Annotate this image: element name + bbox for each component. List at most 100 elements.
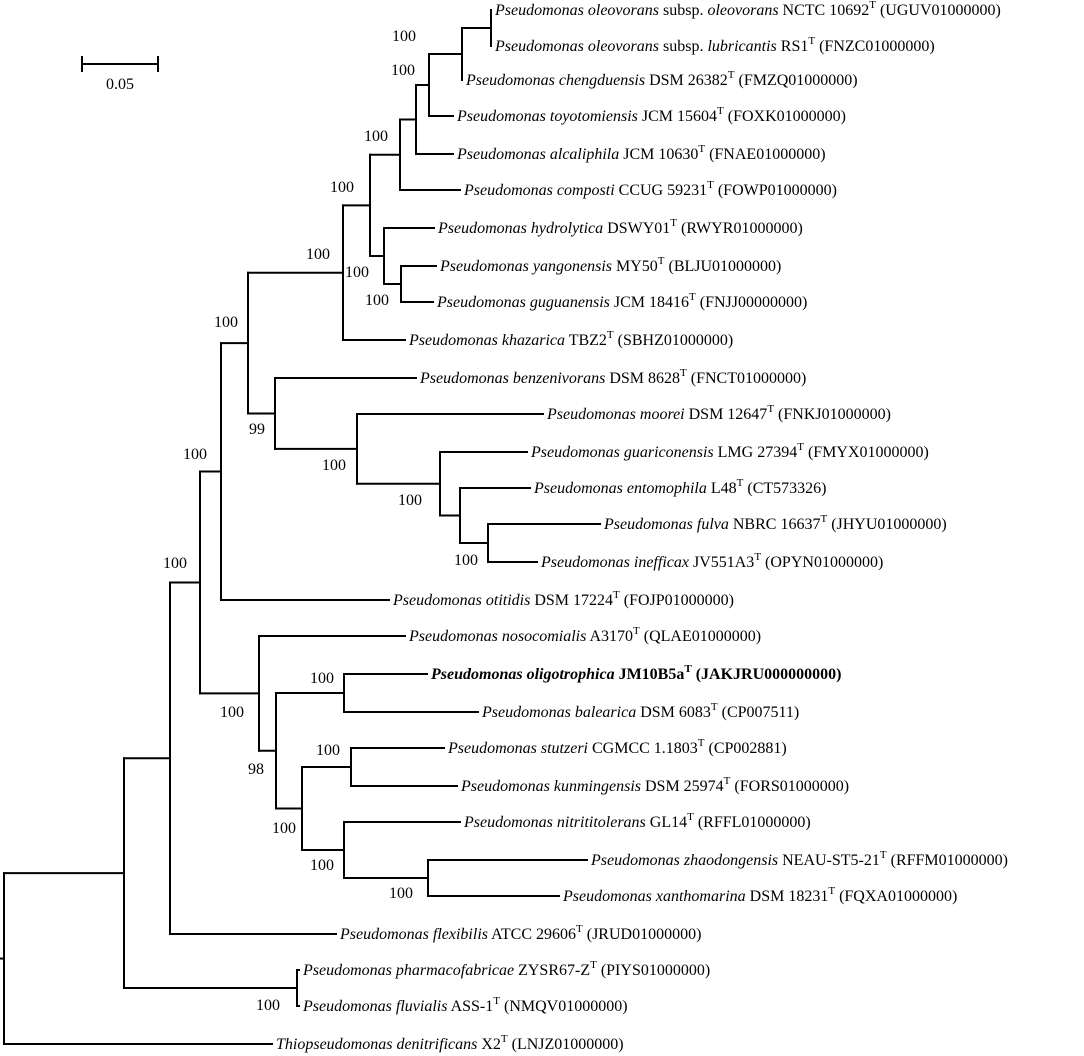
- taxon-species-name: Thiopseudomonas denitrificans: [276, 1036, 477, 1053]
- taxon-strain: A3170: [589, 628, 633, 645]
- type-strain-mark: T: [613, 589, 620, 601]
- taxon-accession: (JRUD01000000): [587, 926, 702, 943]
- taxon-label: Pseudomonas stutzeri CGMCC 1.1803T (CP00…: [447, 737, 787, 757]
- taxon-label: Pseudomonas benzenivorans DSM 8628T (FNC…: [419, 367, 806, 387]
- bootstrap-values: 1001001001001001001009910010010010010010…: [163, 28, 478, 1014]
- taxon-species-name: Pseudomonas inefficax: [540, 554, 689, 571]
- taxon-species-name: Pseudomonas guariconensis: [530, 444, 714, 461]
- taxon-subspecies-word: subsp.: [663, 2, 703, 19]
- type-strain-mark: T: [797, 441, 804, 453]
- taxon-species-name: Pseudomonas hydrolytica: [437, 220, 603, 237]
- taxon-label: Pseudomonas chengduensis DSM 26382T (FMZ…: [465, 69, 858, 89]
- taxon-species-name: Pseudomonas toyotomiensis: [456, 108, 638, 125]
- taxon-species-name: Pseudomonas stutzeri: [447, 740, 588, 757]
- bootstrap-value-oleovorans_chengduensis: 100: [391, 62, 415, 79]
- type-strain-mark: T: [724, 775, 731, 787]
- taxon-strain: DSM 17224: [534, 592, 613, 609]
- taxon-accession: (FNKJ01000000): [778, 406, 891, 423]
- type-strain-mark: T: [711, 701, 718, 713]
- taxon-strain: RS1: [781, 38, 809, 55]
- taxon-species-name: Pseudomonas chengduensis: [465, 72, 645, 89]
- taxon-label: Pseudomonas guguanensis JCM 18416T (FNJJ…: [436, 291, 807, 311]
- taxon-species-name: Pseudomonas oleovorans: [494, 2, 659, 19]
- taxon-accession: (RFFM01000000): [891, 852, 1008, 869]
- tree-branches: [0, 9, 601, 1045]
- taxon-species-name: Pseudomonas nosocomialis: [408, 628, 586, 645]
- taxon-subspecies-name: oleovorans: [707, 2, 778, 19]
- taxon-label: Pseudomonas toyotomiensis JCM 15604T (FO…: [456, 105, 846, 125]
- taxon-species-name: Pseudomonas balearica: [481, 704, 636, 721]
- bootstrap-value-hydrolytica_group: 100: [306, 246, 330, 263]
- bootstrap-value-fulva_inefficax: 100: [454, 552, 478, 569]
- taxon-strain: DSWY01: [607, 220, 670, 237]
- taxon-label: Pseudomonas pharmacofabricae ZYSR67-ZT (…: [302, 959, 710, 979]
- taxon-label: Pseudomonas xanthomarina DSM 18231T (FQX…: [562, 885, 957, 905]
- taxon-label: Pseudomonas kunmingensis DSM 25974T (FOR…: [460, 775, 849, 795]
- taxon-accession: (OPYN01000000): [765, 554, 883, 571]
- taxon-accession: (CT573326): [747, 480, 826, 497]
- type-strain-mark: T: [607, 329, 614, 341]
- type-strain-mark: T: [684, 663, 692, 675]
- taxon-accession: (SBHZ01000000): [618, 332, 734, 349]
- taxon-strain: X2: [481, 1036, 501, 1053]
- taxon-label: Pseudomonas nosocomialis A3170T (QLAE010…: [408, 625, 761, 645]
- taxon-accession: (FNAE01000000): [709, 146, 825, 163]
- taxon-strain: DSM 18231: [750, 888, 829, 905]
- taxon-accession: (CP002881): [709, 740, 787, 757]
- taxon-strain: NEAU-ST5-21: [782, 852, 880, 869]
- bootstrap-value-ingroup: 100: [163, 555, 187, 572]
- taxon-label: Pseudomonas oleovorans subsp. oleovorans…: [494, 0, 1001, 19]
- taxon-accession: (FNJJ00000000): [700, 294, 808, 311]
- taxon-species-name: Pseudomonas oligotrophica: [430, 666, 615, 683]
- taxon-strain: LMG 27394: [718, 444, 798, 461]
- bootstrap-value-toyotomiensis_group: 100: [364, 128, 388, 145]
- taxon-accession: (FMZQ01000000): [739, 72, 858, 89]
- taxon-label: Pseudomonas otitidis DSM 17224T (FOJP010…: [392, 589, 734, 609]
- bootstrap-value-khazarica_group: 100: [365, 292, 389, 309]
- taxon-accession: (LNJZ01000000): [512, 1036, 624, 1053]
- taxon-label: Pseudomonas flexibilis ATCC 29606T (JRUD…: [339, 923, 701, 943]
- taxon-strain: NCTC 10692: [783, 2, 870, 19]
- taxon-accession: (FOJP01000000): [624, 592, 734, 609]
- taxon-accession: (FORS01000000): [734, 778, 849, 795]
- taxon-species-name: Pseudomonas otitidis: [392, 592, 530, 609]
- taxon-strain: CCUG 59231: [619, 182, 707, 199]
- taxon-accession: (JHYU01000000): [831, 516, 947, 533]
- taxon-species-name: Pseudomonas flexibilis: [339, 926, 488, 943]
- type-strain-mark: T: [754, 551, 761, 563]
- taxon-species-name: Pseudomonas moorei: [546, 406, 685, 423]
- type-strain-mark: T: [737, 477, 744, 489]
- taxon-accession: (NMQV01000000): [504, 998, 628, 1015]
- type-strain-mark: T: [767, 403, 774, 415]
- taxon-accession: (PIYS01000000): [601, 962, 710, 979]
- bootstrap-value-zhaodongensis_xanthomarina: 100: [389, 885, 413, 902]
- taxon-accession: (QLAE01000000): [644, 628, 761, 645]
- taxon-species-name: Pseudomonas xanthomarina: [562, 888, 746, 905]
- taxon-label: Pseudomonas balearica DSM 6083T (CP00751…: [481, 701, 799, 721]
- taxon-label: Pseudomonas alcaliphila JCM 10630T (FNAE…: [456, 143, 826, 163]
- taxon-species-name: Pseudomonas khazarica: [408, 332, 565, 349]
- taxon-accession: (FMYX01000000): [808, 444, 929, 461]
- type-strain-mark: T: [658, 255, 665, 267]
- scale-bar-label: 0.05: [106, 76, 134, 93]
- taxon-strain: MY50: [616, 258, 658, 275]
- taxon-strain: GL14: [650, 814, 687, 831]
- taxon-label: Pseudomonas inefficax JV551A3T (OPYN0100…: [540, 551, 883, 571]
- type-strain-mark: T: [576, 923, 583, 935]
- taxon-accession: (CP007511): [722, 704, 800, 721]
- taxon-strain: JCM 10630: [623, 146, 698, 163]
- taxon-subspecies-word: subsp.: [663, 38, 703, 55]
- type-strain-mark: T: [698, 737, 705, 749]
- taxon-species-name: Pseudomonas benzenivorans: [419, 370, 605, 387]
- bootstrap-value-upper_clade: 100: [214, 314, 238, 331]
- taxon-species-name: Pseudomonas fulva: [603, 516, 729, 533]
- bootstrap-value-nosocomialis_group: 100: [220, 704, 244, 721]
- bootstrap-value-otitidis_group: 100: [183, 446, 207, 463]
- taxon-strain: JM10B5a: [619, 666, 685, 683]
- taxon-strain: JCM 15604: [642, 108, 717, 125]
- type-strain-mark: T: [869, 0, 876, 11]
- taxon-accession: (BLJU01000000): [669, 258, 782, 275]
- taxon-strain: ASS-1: [451, 998, 494, 1015]
- taxon-accession: (RWYR01000000): [681, 220, 803, 237]
